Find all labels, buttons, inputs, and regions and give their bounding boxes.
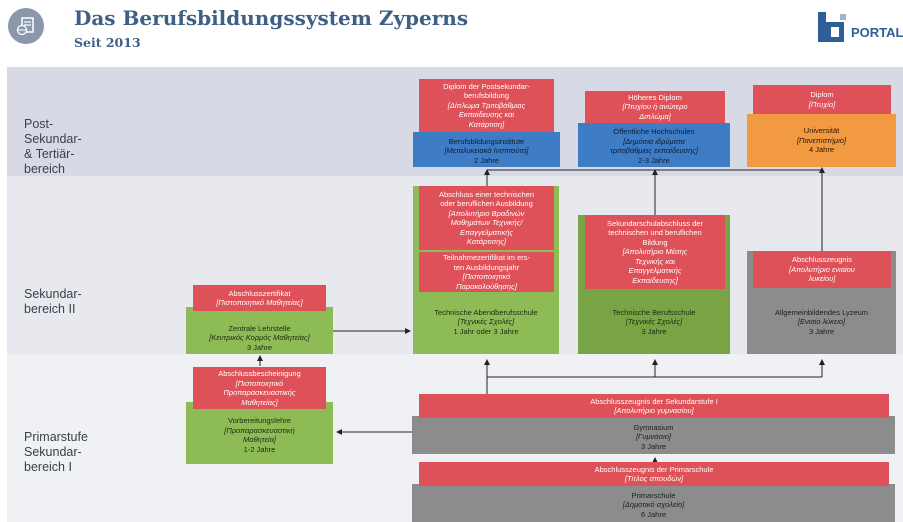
box-hochschulen: Öffentliche Hochschulen [Δημόσια ιδρύματ… — [578, 123, 730, 167]
box-zentrale-lehrstelle: Zentrale Lehrstelle [Κεντρικός Κορμός Μα… — [186, 307, 333, 354]
page-title: Das Berufsbildungssystem Zyperns — [74, 6, 469, 30]
band-label-post: Post-Sekundar-& Tertiär-bereich — [24, 117, 82, 176]
portal-logo-icon — [818, 12, 846, 42]
box-diplom: Diplom [Πτυχίο] — [753, 85, 891, 114]
box-gymnasium: Gymnasium [Γυμνάσιο] 3 Jahre — [412, 416, 895, 454]
page-subtitle: Seit 2013 — [74, 35, 141, 50]
band-label-sek2: Sekundar-bereich II — [24, 287, 82, 316]
logo-text: PORTAL — [851, 25, 903, 40]
box-sek1-zeugnis: Abschlusszeugnis der Sekundarstufe I [Απ… — [419, 394, 889, 418]
box-primarschule: Primarschule [Δημοτικό σχολείο] 6 Jahre — [412, 484, 895, 522]
box-teilnahmezertifikat: Teilnahmezertifikat im ers-ten Ausbildun… — [419, 252, 554, 292]
box-postsek-diplom: Diplom der Postsekundar-berufsbildung [Δ… — [419, 79, 554, 132]
portal-logo[interactable]: PORTAL — [818, 10, 903, 44]
globe-document-icon — [8, 8, 44, 44]
box-berufsbildungsinstitute: Berufsbildungsinstitute [Μεταλυκειακά Ιν… — [413, 132, 560, 167]
box-abschlusszertifikat: Abschlusszertifikat [Πιστοποιητικό Μαθητ… — [193, 285, 326, 311]
box-primar-zeugnis: Abschlusszeugnis der Primarschule [Τίτλο… — [419, 462, 889, 486]
box-universitaet: Universität [Πανεπιστήμιο] 4 Jahre — [747, 114, 896, 167]
